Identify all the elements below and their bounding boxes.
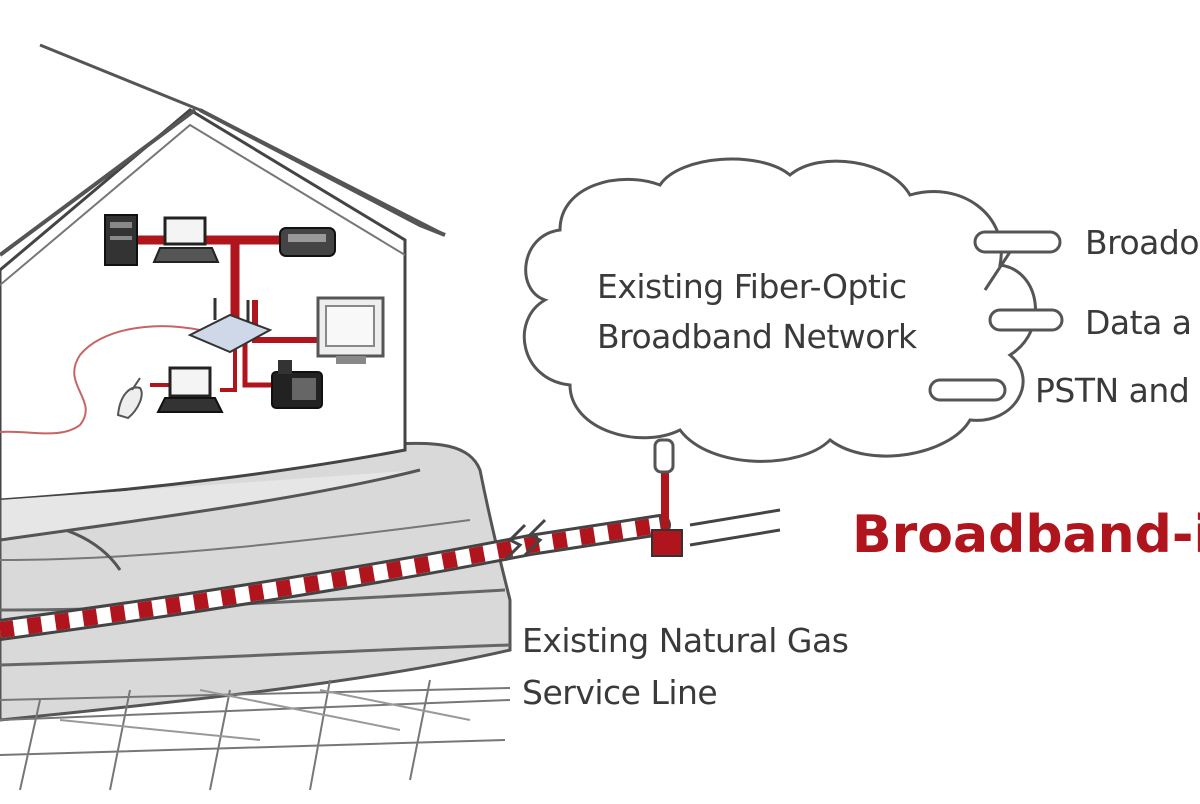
- cloud-label-line2: Broadband Network: [597, 317, 917, 356]
- gas-service-line: [0, 508, 781, 641]
- network-connectors: [928, 230, 1064, 402]
- gas-line-label-line2: Service Line: [522, 673, 718, 712]
- desktop-computer-icon: [104, 214, 138, 266]
- brand-title: Broadband-i: [852, 505, 1200, 565]
- home-network-wiring: [0, 235, 320, 435]
- fiber-junction: [651, 438, 683, 557]
- printer-icon: [279, 227, 336, 257]
- cloud-label-line1: Existing Fiber-Optic: [597, 267, 907, 306]
- cloud-shape: [522, 157, 1037, 463]
- router-icon: [187, 298, 273, 354]
- laptop-icon: [156, 366, 224, 413]
- wireless-phone-icon: [116, 377, 143, 420]
- gas-line-label-line1: Existing Natural Gas: [522, 621, 849, 660]
- tv-icon: [316, 296, 385, 364]
- link-label-pstn: PSTN and: [1035, 371, 1190, 410]
- laptop-icon: [152, 216, 220, 263]
- link-label-broadband: Broado: [1085, 223, 1200, 262]
- link-label-data: Data a: [1085, 303, 1192, 342]
- phone-icon: [271, 360, 323, 409]
